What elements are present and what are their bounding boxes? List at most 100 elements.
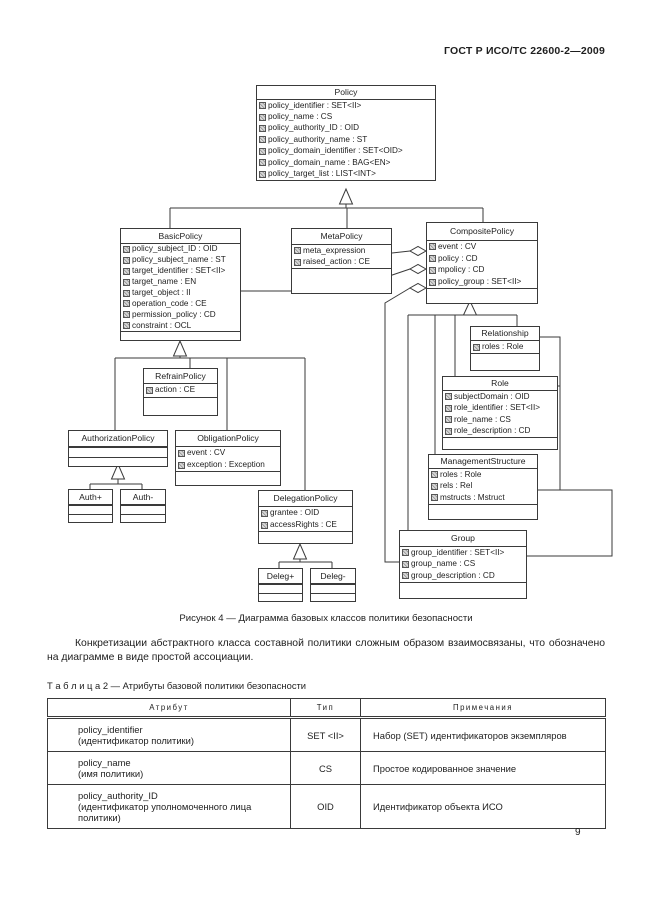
uml-attribute-text: roles : Role <box>482 341 524 351</box>
uml-attribute-row: event : CV <box>427 241 537 253</box>
uml-attribute-row: group_description : CD <box>400 570 526 582</box>
generalization-arrow-icon <box>172 339 188 357</box>
uml-attribute-row: policy_group : SET<II> <box>427 276 537 288</box>
uml-attribute-row: role_description : CD <box>443 426 557 438</box>
uml-attribute-text: policy_domain_identifier : SET<OID> <box>268 146 403 156</box>
attribute-icon <box>259 113 266 121</box>
generalization-arrow-icon <box>462 299 478 316</box>
uml-empty-compartment <box>69 514 112 522</box>
uml-class-title: Deleg- <box>311 569 355 584</box>
attribute-description: (идентификатор политики) <box>78 735 195 746</box>
uml-empty-compartment <box>429 503 537 519</box>
attribute-icon <box>146 387 153 394</box>
table-header-row: Атрибут Тип Примечания <box>47 698 606 719</box>
uml-attribute-text: group_name : CS <box>411 559 476 569</box>
cell-type: CS <box>290 751 361 785</box>
uml-empty-compartment <box>69 457 167 466</box>
attribute-icon <box>445 404 452 412</box>
attribute-icon <box>445 427 452 435</box>
uml-class-title: AuthorizationPolicy <box>69 431 167 447</box>
uml-attributes: policy_identifier : SET<II>policy_name :… <box>257 100 435 180</box>
attribute-icon <box>261 509 268 517</box>
attribute-icon <box>259 102 266 110</box>
attribute-name: policy_authority_ID <box>78 790 158 801</box>
uml-empty-compartment <box>311 593 355 601</box>
uml-class-deleg_minus: Deleg- <box>310 568 356 602</box>
aggregation-diamond-icon <box>408 282 428 294</box>
uml-attribute-text: policy_subject_ID : OID <box>132 244 218 254</box>
attribute-icon <box>429 243 436 251</box>
uml-attribute-text: raised_action : CE <box>303 257 370 267</box>
attribute-icon <box>123 245 130 253</box>
aggregation-diamond-icon <box>408 263 428 275</box>
table-row: policy_authority_ID(идентификатор уполно… <box>47 784 606 829</box>
uml-class-title: Role <box>443 377 557 391</box>
uml-attribute-text: exception : Exception <box>187 459 265 469</box>
attribute-icon <box>259 136 266 144</box>
uml-empty-compartment <box>259 584 302 593</box>
uml-attribute-row: constraint : OCL <box>121 320 240 331</box>
attributes-table: Атрибут Тип Примечания policy_identifier… <box>47 698 606 829</box>
attribute-icon <box>259 147 266 155</box>
uml-attribute-row: policy_name : CS <box>257 111 435 122</box>
attribute-icon <box>178 449 185 457</box>
uml-attributes: group_identifier : SET<II>group_name : C… <box>400 547 526 582</box>
attribute-icon <box>402 549 409 557</box>
uml-class-title: BasicPolicy <box>121 229 240 244</box>
uml-attribute-row: policy : CD <box>427 253 537 265</box>
cell-attribute: policy_identifier(идентификатор политики… <box>47 717 291 752</box>
uml-attribute-row: target_name : EN <box>121 277 240 288</box>
uml-attribute-text: rels : Rel <box>440 481 473 491</box>
uml-attribute-text: grantee : OID <box>270 507 320 517</box>
uml-attribute-row: grantee : OID <box>259 507 352 519</box>
cell-attribute: policy_name(имя политики) <box>47 751 291 785</box>
uml-attribute-row: policy_subject_name : ST <box>121 255 240 266</box>
uml-attribute-row: policy_domain_identifier : SET<OID> <box>257 146 435 157</box>
uml-attribute-text: policy_target_list : LIST<INT> <box>268 168 376 178</box>
attribute-name: policy_name <box>78 757 131 768</box>
uml-class-title: ManagementStructure <box>429 455 537 469</box>
uml-empty-compartment <box>427 288 537 303</box>
column-header-type: Тип <box>290 698 361 719</box>
uml-attribute-row: group_identifier : SET<II> <box>400 547 526 559</box>
uml-class-title: Group <box>400 531 526 547</box>
uml-empty-compartment <box>176 471 280 485</box>
uml-empty-compartment <box>121 505 165 514</box>
aggregation-diamond-icon <box>408 245 428 257</box>
uml-attribute-row: exception : Exception <box>176 459 280 471</box>
attribute-icon <box>473 343 480 351</box>
column-header-notes: Примечания <box>360 698 606 719</box>
generalization-arrow-icon <box>338 187 354 205</box>
attribute-icon <box>259 124 266 132</box>
table-label: Т а б л и ц а 2 — Атрибуты базовой полит… <box>47 680 307 691</box>
attribute-icon <box>261 521 268 529</box>
uml-attributes: roles : Role <box>471 341 539 353</box>
body-paragraph: Конкретизации абстрактного класса состав… <box>47 638 605 664</box>
uml-attribute-text: target_object : II <box>132 287 191 297</box>
uml-attribute-row: policy_identifier : SET<II> <box>257 100 435 111</box>
cell-type: SET <II> <box>290 717 361 752</box>
uml-attribute-text: operation_code : CE <box>132 298 207 308</box>
uml-attributes: action : CE <box>144 384 217 397</box>
generalization-lines-authorization <box>89 479 143 489</box>
uml-empty-compartment <box>121 331 240 340</box>
uml-class-title: Relationship <box>471 327 539 341</box>
uml-class-title: MetaPolicy <box>292 229 391 245</box>
uml-attribute-row: policy_subject_ID : OID <box>121 244 240 255</box>
generalization-lines-policy <box>169 204 484 228</box>
uml-class-title: Deleg+ <box>259 569 302 584</box>
uml-empty-compartment <box>259 593 302 601</box>
uml-class-title: DelegationPolicy <box>259 491 352 507</box>
uml-attribute-row: group_name : CS <box>400 559 526 571</box>
